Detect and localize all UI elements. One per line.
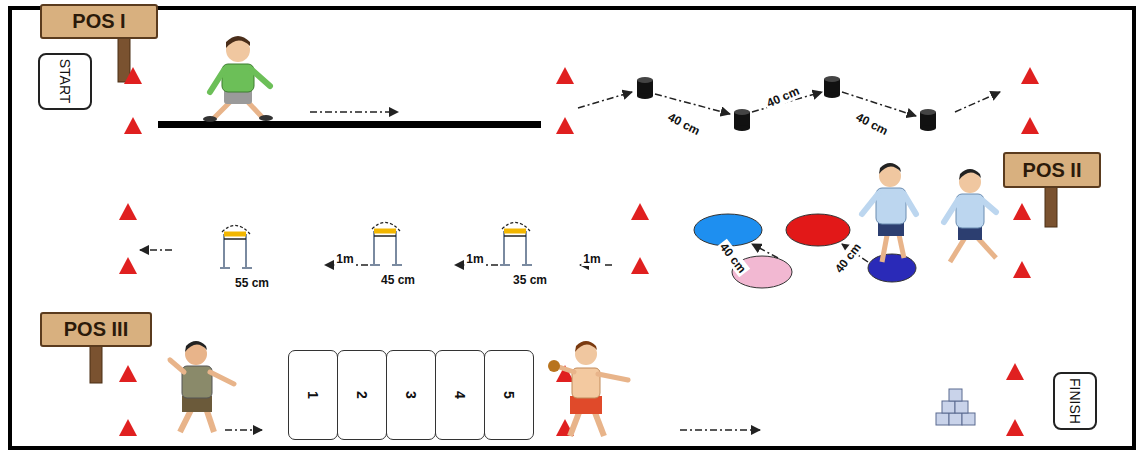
dimension-label: 35 cm (511, 273, 549, 287)
landing-zone: 2 (337, 350, 387, 440)
balance-beam (158, 121, 541, 128)
cones (119, 67, 1039, 436)
sign-post (90, 345, 102, 383)
node-text: POS III (64, 318, 128, 341)
start-box: START (38, 53, 92, 110)
dimension-label: 45 cm (379, 273, 417, 287)
dimension-label: 1m (464, 252, 485, 266)
path-arrows (140, 92, 1000, 430)
sign-post (1045, 187, 1057, 227)
block-stack-icon (936, 389, 975, 425)
node-text: 4 (452, 391, 468, 399)
hurdles (220, 222, 532, 268)
frame (10, 8, 1134, 448)
finish-box: FINISH (1053, 372, 1097, 430)
station-sign: POS I (40, 4, 158, 39)
landing-zone: 3 (386, 350, 436, 440)
dimension-label: 40 cm (831, 239, 865, 278)
dimension-label: 1m (334, 252, 355, 266)
node-text: 5 (501, 391, 517, 399)
landing-zone: 5 (484, 350, 534, 440)
shot-put-thrower (170, 341, 234, 432)
dimension-label: 40 cm (763, 83, 803, 111)
landing-zone: 4 (435, 350, 485, 440)
stepping-circles (694, 214, 916, 288)
node-text: 1 (305, 391, 321, 399)
dimension-label: 40 cm (852, 109, 892, 139)
dimension-label: 55 cm (233, 276, 271, 290)
node-text: POS I (72, 10, 125, 33)
sign-post (118, 38, 130, 82)
node-text: FINISH (1067, 378, 1083, 424)
dimension-label: 1m (581, 252, 602, 266)
node-text: 3 (403, 391, 419, 399)
ball-thrower (548, 341, 628, 436)
walking-boy (203, 36, 273, 122)
landing-zone: 1 (288, 350, 338, 440)
station-sign: POS II (1003, 152, 1101, 188)
node-text: 2 (354, 391, 370, 399)
dimension-label: 40 cm (664, 109, 704, 139)
soccer-players (862, 163, 996, 262)
node-text: POS II (1023, 159, 1082, 182)
node-text: START (57, 59, 73, 104)
station-sign: POS III (40, 312, 152, 347)
